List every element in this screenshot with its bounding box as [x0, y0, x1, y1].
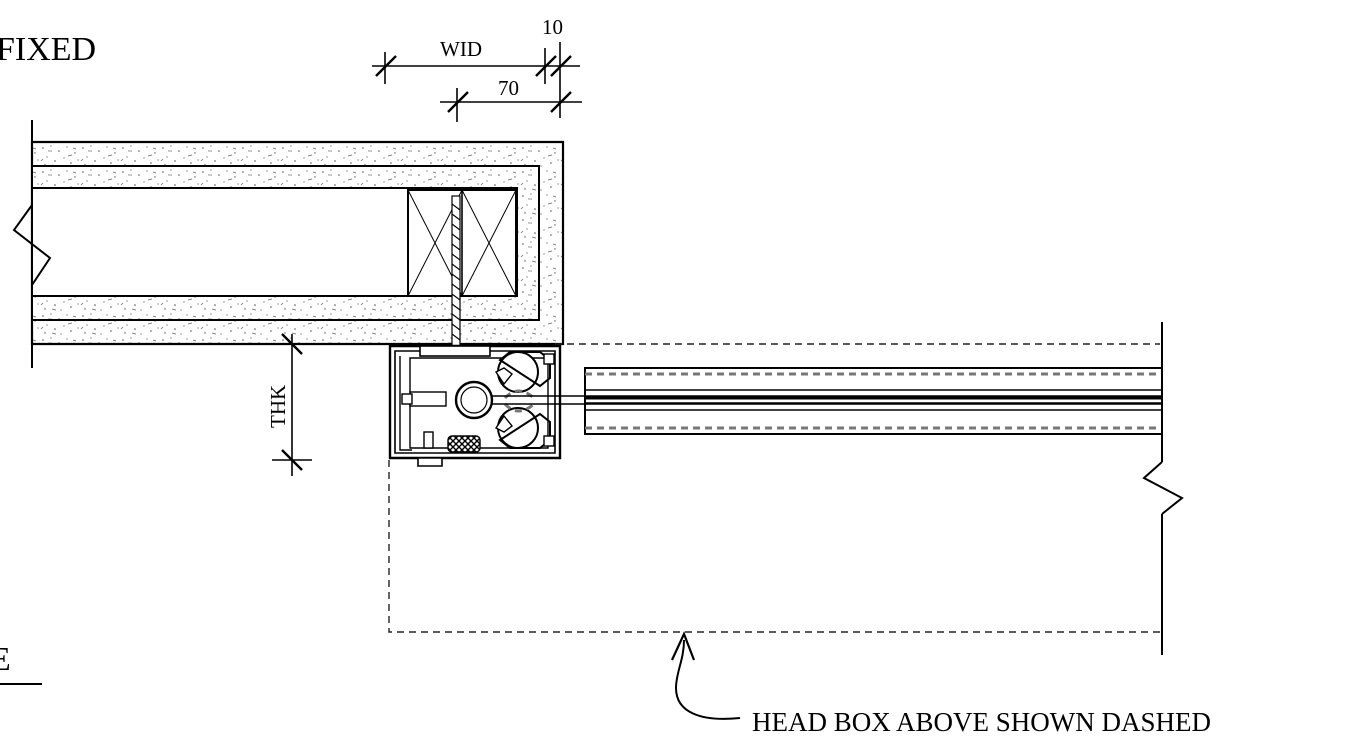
dim-70-text: 70 — [498, 76, 519, 100]
dimension-thk: THK — [266, 333, 312, 476]
right-break-line — [1142, 322, 1184, 655]
dimension-70: 70 — [440, 76, 582, 122]
title-text: FIXED — [0, 31, 96, 68]
dim-wid-text: WID — [440, 37, 482, 61]
head-track-bracket — [388, 344, 562, 467]
dimension-10: 10 — [542, 15, 572, 118]
dim-10-text: 10 — [542, 15, 563, 39]
dim-thk-text: THK — [266, 385, 290, 428]
head-box-dashed — [388, 343, 1160, 633]
label-fragment: E — [0, 641, 11, 678]
screw-fixing — [451, 195, 461, 355]
note-text: HEAD BOX ABOVE SHOWN DASHED — [752, 707, 1211, 737]
panel-leaf — [492, 367, 1163, 435]
timber-blocking — [407, 189, 517, 297]
note-leader — [671, 631, 741, 720]
dimension-wid: WID — [372, 37, 580, 84]
